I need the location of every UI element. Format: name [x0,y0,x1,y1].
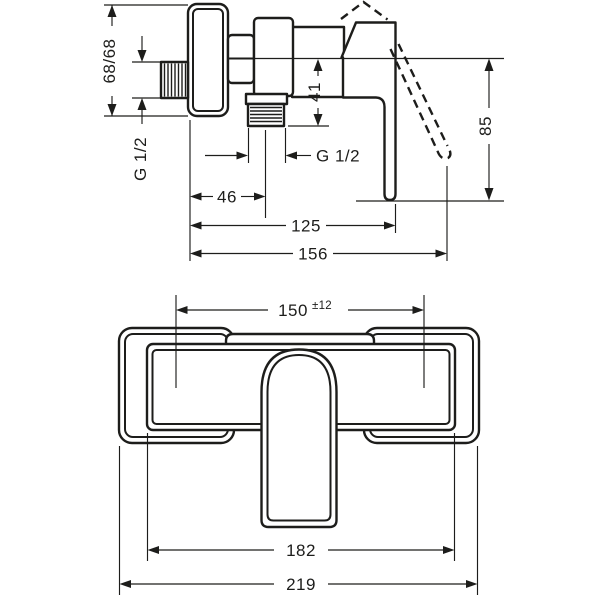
dimension-outlet-drop: 41 [305,59,324,126]
front-view: 150 ±12 182 219 [117,295,481,595]
dim-label-wall-thread: G 1/2 [131,137,150,181]
dim-label-219: 219 [286,575,316,594]
escutcheon-side [186,2,230,118]
valve-body [244,16,346,106]
dimension-wall-thread: G 1/2 [131,36,150,181]
lever-handle-side [340,21,397,202]
dimension-escutcheon-height: 68/68 [100,5,119,116]
side-view: 68/68 G 1/2 41 85 [100,0,504,264]
dimension-connection-centers: 150 ±12 [176,300,424,320]
dimension-overall-width: 219 [119,575,478,594]
dimension-wall-to-outlet: 46 [190,188,266,207]
dimension-wall-to-handle: 125 [190,217,396,236]
dim-label-150: 150 [278,301,308,320]
dim-label-182: 182 [286,541,316,560]
dim-label-outlet-thread: G 1/2 [316,147,360,166]
dim-label-85: 85 [476,116,495,136]
extension-lines-front [118,295,479,595]
dim-label-125: 125 [291,217,321,236]
wall-nipple [159,60,190,100]
dim-label-150-tolerance: ±12 [312,300,332,312]
extension-lines-side [104,4,504,261]
dim-label-156: 156 [298,245,328,264]
nipple-threads [163,63,187,97]
dimension-outlet-thread: G 1/2 [205,147,360,166]
outlet-connector [246,102,286,128]
dim-label-41: 41 [305,82,324,102]
dim-label-46: 46 [217,188,237,207]
lever-handle-front [260,348,338,529]
outlet-threads [250,106,282,123]
dimension-handle-sweep: 85 [476,58,495,201]
dimension-body-width: 182 [147,541,455,560]
lever-handle-open-position [340,0,452,160]
dim-label-68-68: 68/68 [100,38,119,83]
dimension-max-projection: 156 [190,245,447,264]
